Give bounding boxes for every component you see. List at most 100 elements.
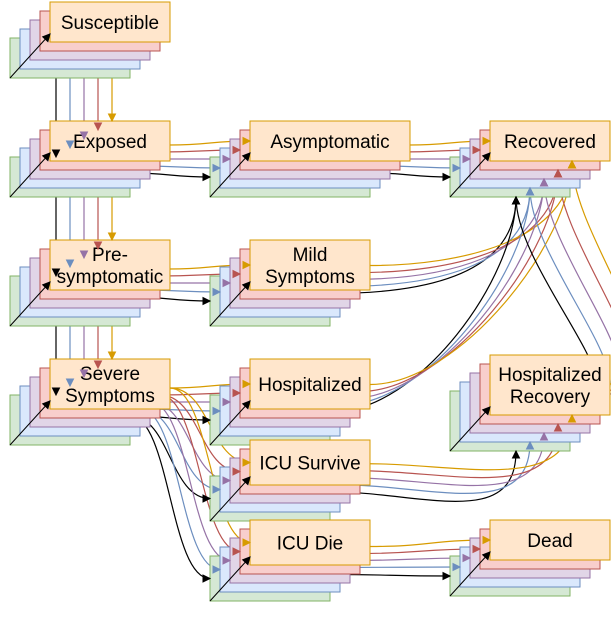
arrowhead-susceptible-to-exposed-layer-4 (93, 122, 103, 132)
arrowhead-icudie-to-dead-layer-3 (462, 553, 472, 563)
arrowhead-susceptible-to-exposed-layer-1 (51, 149, 61, 159)
arrowhead-icusurvive-to-hosprecovery-layer-1 (511, 449, 521, 459)
arrowhead-asymptomatic-to-recovered-layer-5 (482, 136, 492, 146)
edge-hospitalized-to-recovered-layer-2 (339, 187, 531, 407)
arrowhead-icusurvive-to-hosprecovery-layer-4 (553, 422, 563, 432)
arrowhead-hosprecovery-to-recovered-layer-2 (525, 186, 535, 196)
arrowhead-severe-to-icudie-layer-1 (202, 574, 212, 583)
arrowhead-asymptomatic-to-recovered-layer-3 (462, 154, 472, 164)
arrowhead-severe-to-icusurvive-layer-1 (202, 494, 212, 503)
arrowhead-presymptomatic-to-mild-layer-5 (242, 260, 252, 270)
edge-severe-to-icudie-layer-2 (139, 408, 221, 571)
node-susceptible-stack-arrow (9, 33, 51, 79)
arrowhead-hosprecovery-to-recovered-layer-3 (539, 177, 549, 187)
arrowhead-asymptomatic-to-recovered-layer-2 (452, 163, 462, 173)
edge-severe-to-icudie-layer-5 (169, 387, 251, 544)
node-mild-label-line-2: Symptoms (265, 267, 355, 288)
node-susceptible-layer-5 (49, 1, 171, 43)
node-dead-stack-arrowhead (481, 551, 491, 561)
arrowhead-asymptomatic-to-recovered-layer-1 (442, 172, 452, 182)
arrowhead-presymptomatic-to-mild-layer-3 (222, 278, 232, 288)
node-severe-stack-arrow (9, 400, 51, 446)
node-icusurvive-label-line-1: ICU Survive (259, 454, 360, 475)
node-asymptomatic-stack-arrow (209, 152, 251, 198)
node-recovered[interactable]: Recovered (449, 120, 611, 198)
arrowhead-presymptomatic-to-mild-layer-2 (212, 287, 222, 297)
node-asymptomatic-stack-arrowhead (241, 152, 251, 162)
node-icudie-stack-arrow (209, 556, 251, 602)
node-asymptomatic-layer-5 (249, 120, 411, 162)
arrowhead-severe-to-hospitalized-layer-1 (202, 415, 212, 425)
arrowhead-exposed-to-presymptomatic-layer-5 (107, 232, 117, 242)
arrowhead-hosprecovery-to-recovered-layer-4 (553, 168, 563, 178)
node-hospitalized[interactable]: Hospitalized (209, 358, 371, 446)
arrowhead-icudie-to-dead-layer-1 (442, 571, 452, 581)
node-icusurvive-stack-arrowhead (241, 476, 251, 486)
arrowhead-severe-to-icusurvive-layer-2 (212, 485, 222, 494)
node-dead-label-line-1: Dead (527, 531, 572, 552)
node-dead[interactable]: Dead (449, 519, 611, 597)
arrowhead-severe-to-icudie-layer-2 (212, 565, 222, 574)
node-icusurvive[interactable]: ICU Survive (209, 439, 371, 522)
node-icudie[interactable]: ICU Die (209, 519, 371, 602)
edge-hospitalized-to-recovered-layer-3 (349, 178, 545, 400)
node-presymptomatic-stack-arrowhead (41, 281, 51, 291)
node-mild-stack-arrow (209, 281, 251, 327)
node-exposed-stack-arrow (9, 152, 51, 198)
node-asymptomatic[interactable]: Asymptomatic (209, 120, 411, 198)
edge-mild-to-recovered-layer-1 (329, 196, 517, 295)
node-severe-layer-5 (49, 358, 171, 410)
node-hosprecovery-label-line-1: Hospitalized (498, 365, 602, 386)
arrowhead-severe-to-hospitalized-layer-4 (232, 388, 242, 398)
edge-hosprecovery-to-recovered-layer-4 (557, 169, 611, 392)
arrowhead-presymptomatic-to-severe-layer-2 (65, 378, 75, 388)
node-severe-label-line-1: Severe (80, 364, 140, 385)
node-exposed-label-line-1: Exposed (73, 132, 147, 153)
node-presymptomatic-label-line-1: Pre- (92, 245, 128, 266)
arrowhead-presymptomatic-to-severe-layer-3 (79, 369, 89, 379)
arrowheads (41, 33, 577, 583)
edge-icusurvive-to-hosprecovery-layer-3 (349, 432, 545, 487)
node-hosprecovery-stack-arrowhead (481, 406, 491, 416)
arrowhead-hosprecovery-to-recovered-layer-5 (567, 159, 577, 169)
edge-hosprecovery-to-recovered-layer-3 (543, 178, 611, 399)
edge-mild-to-recovered-layer-3 (349, 178, 545, 281)
node-icudie-label-line-1: ICU Die (277, 534, 344, 555)
arrowhead-severe-to-hospitalized-layer-2 (212, 406, 222, 416)
arrowhead-susceptible-to-exposed-layer-3 (79, 131, 89, 141)
node-hospitalized-stack-arrow (209, 400, 251, 446)
node-susceptible[interactable]: Susceptible (9, 1, 171, 79)
node-susceptible-label-line-1: Susceptible (61, 13, 159, 34)
node-presymptomatic[interactable]: Pre-symptomatic (9, 239, 171, 327)
node-mild-stack-arrowhead (241, 281, 251, 291)
node-icudie-stack-arrowhead (241, 556, 251, 566)
node-exposed[interactable]: Exposed (9, 120, 171, 198)
edge-severe-to-icudie-layer-1 (129, 415, 211, 580)
edge-hospitalized-to-recovered-layer-4 (359, 169, 559, 393)
arrowhead-exposed-to-presymptomatic-layer-4 (93, 241, 103, 251)
arrowhead-severe-to-icudie-layer-5 (242, 538, 252, 547)
arrowhead-exposed-to-asymptomatic-layer-5 (242, 136, 252, 146)
node-presymptomatic-label-line-2: symptomatic (57, 267, 164, 288)
arrowhead-severe-to-icusurvive-layer-3 (222, 476, 232, 485)
node-hosprecovery-stack-arrow (449, 406, 491, 452)
node-exposed-stack-arrowhead (41, 152, 51, 162)
arrowhead-asymptomatic-to-recovered-layer-4 (472, 145, 482, 155)
arrowhead-exposed-to-asymptomatic-layer-1 (202, 172, 212, 182)
node-dead-stack-arrow (449, 551, 491, 597)
arrowhead-presymptomatic-to-severe-layer-4 (93, 360, 103, 370)
arrowhead-hosprecovery-to-recovered-layer-1 (511, 195, 521, 205)
arrowhead-susceptible-to-exposed-layer-5 (107, 113, 117, 123)
node-recovered-stack-arrow (449, 152, 491, 198)
arrowhead-presymptomatic-to-severe-layer-1 (51, 387, 61, 397)
node-hospitalized-stack-arrowhead (241, 400, 251, 410)
arrowhead-exposed-to-asymptomatic-layer-2 (212, 163, 222, 173)
node-asymptomatic-label-line-1: Asymptomatic (270, 132, 389, 153)
arrowhead-exposed-to-presymptomatic-layer-2 (65, 259, 75, 269)
node-recovered-label-line-1: Recovered (504, 132, 596, 153)
arrowhead-exposed-to-presymptomatic-layer-1 (51, 268, 61, 278)
